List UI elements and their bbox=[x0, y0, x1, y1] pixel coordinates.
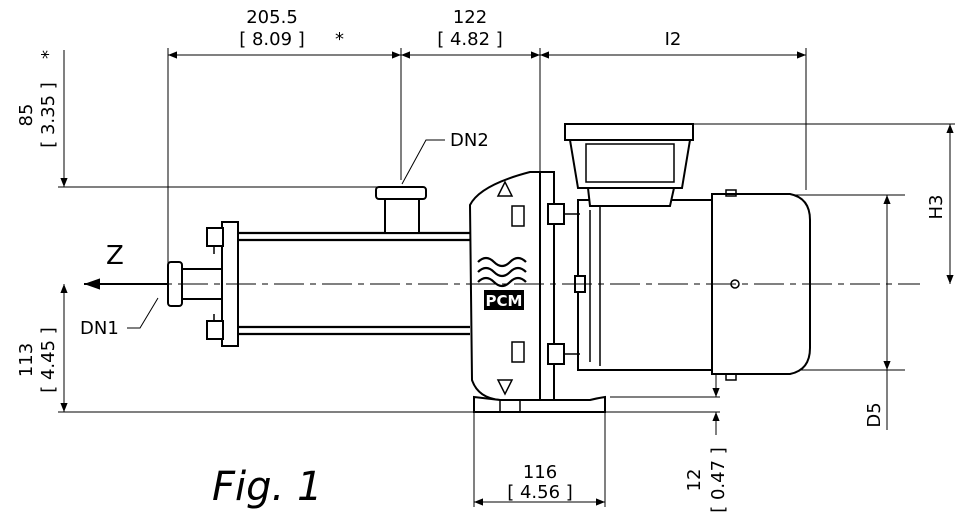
svg-text:205.5: 205.5 bbox=[246, 7, 298, 28]
svg-text:113: 113 bbox=[16, 343, 37, 377]
dim-top-right: I2 bbox=[665, 29, 682, 50]
svg-text:116: 116 bbox=[523, 462, 557, 483]
svg-text:12: 12 bbox=[684, 469, 705, 492]
svg-text:[ 4.82 ]: [ 4.82 ] bbox=[437, 29, 503, 50]
pump-assembly: PCM bbox=[167, 123, 811, 413]
svg-text:122: 122 bbox=[453, 7, 487, 28]
z-label: Z bbox=[106, 241, 124, 271]
svg-text:*: * bbox=[335, 29, 344, 50]
motor-body bbox=[577, 199, 719, 371]
logo-text: PCM bbox=[486, 292, 523, 310]
leader-lines bbox=[127, 139, 445, 329]
pcm-logo: PCM bbox=[477, 256, 527, 310]
dimension-lines bbox=[60, 50, 954, 506]
dim-top-left: 205.5 [ 8.09 ] * bbox=[239, 7, 344, 50]
extension-lines bbox=[58, 48, 955, 507]
terminal-box bbox=[564, 123, 694, 141]
dn2-label: DN2 bbox=[450, 130, 489, 151]
svg-text:D5: D5 bbox=[864, 402, 885, 427]
dim-bottom-mid: 116 [ 4.56 ] bbox=[507, 462, 573, 503]
svg-text:[ 8.09 ]: [ 8.09 ] bbox=[239, 29, 305, 50]
svg-text:*: * bbox=[38, 50, 59, 59]
discharge-flange bbox=[375, 186, 427, 200]
dn1-label: DN1 bbox=[80, 318, 119, 339]
dim-left-lower: 113 [ 4.45 ] bbox=[16, 327, 59, 393]
dim-right-h3: H3 bbox=[926, 195, 947, 220]
base-foot bbox=[473, 395, 606, 413]
svg-text:H3: H3 bbox=[926, 195, 947, 220]
dim-left-upper: 85 [ 3.35 ] * bbox=[16, 50, 59, 148]
svg-text:[ 0.47 ]: [ 0.47 ] bbox=[708, 447, 729, 513]
dim-top-mid: 122 [ 4.82 ] bbox=[437, 7, 503, 50]
pump-casing bbox=[468, 171, 546, 401]
svg-text:[ 4.45 ]: [ 4.45 ] bbox=[38, 327, 59, 393]
discharge-pipe bbox=[384, 196, 420, 234]
svg-text:[ 4.56 ]: [ 4.56 ] bbox=[507, 482, 573, 503]
dim-right-d5: D5 bbox=[864, 402, 885, 427]
svg-text:85: 85 bbox=[16, 104, 37, 127]
dim-bottom-right: 12 [ 0.47 ] bbox=[684, 447, 729, 513]
figure-caption: Fig. 1 bbox=[212, 464, 322, 510]
svg-text:[ 3.35 ]: [ 3.35 ] bbox=[38, 82, 59, 148]
